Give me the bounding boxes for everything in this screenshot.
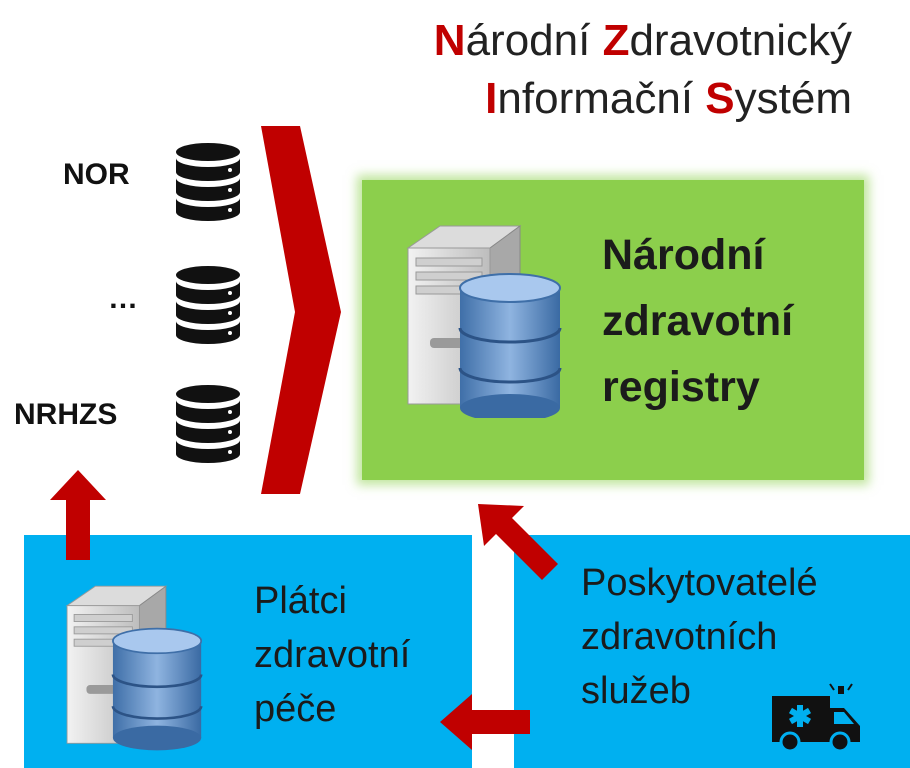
database-icon <box>176 385 240 463</box>
ambulance-icon <box>772 683 860 752</box>
source-label-nrhzs: NRHZS <box>14 398 118 431</box>
server-database-icon <box>65 585 203 751</box>
arrow-up-left-icon <box>478 504 558 580</box>
server-database-icon <box>406 225 562 418</box>
diagram-title: Národní Zdravotnický Informační Systém <box>292 12 852 128</box>
registry-label: Národní zdravotní registry <box>602 231 794 411</box>
chevron-merge-arrow <box>261 126 341 494</box>
title-line-1: Národní Zdravotnický <box>433 16 852 65</box>
providers-label: Poskytovatelé zdravotních služeb <box>581 562 818 712</box>
arrow-up-icon <box>50 470 106 560</box>
database-icon <box>176 266 240 344</box>
payers-label: Plátci zdravotní péče <box>254 580 411 730</box>
database-icon <box>176 143 240 221</box>
title-line-2: Informační Systém <box>485 74 852 123</box>
source-label-ellipsis: … <box>108 282 138 315</box>
source-label-nor: NOR <box>63 158 130 191</box>
arrow-left-icon <box>440 694 530 750</box>
